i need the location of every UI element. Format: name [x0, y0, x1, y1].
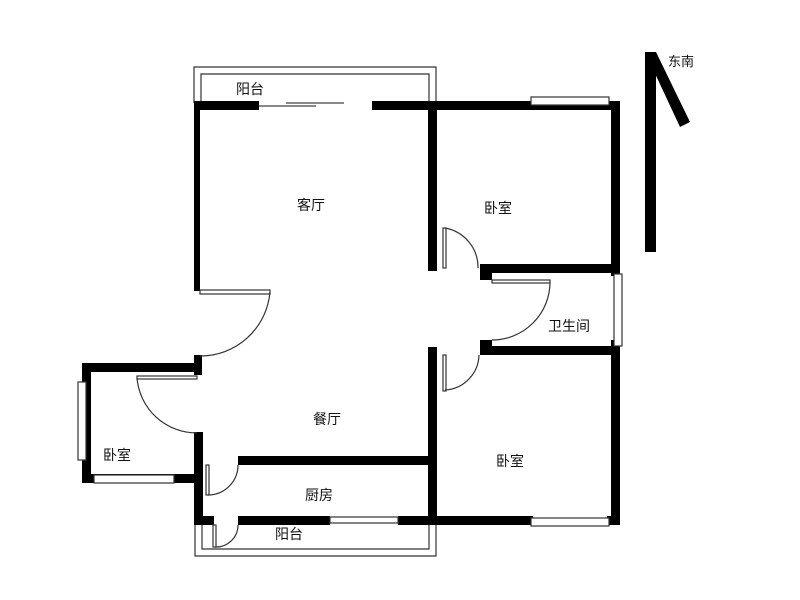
windows [77, 96, 623, 527]
kitchen-label: 厨房 [305, 488, 333, 504]
bedroom-w-label: 卧室 [103, 447, 131, 464]
balcony-top-label: 阳台 [236, 82, 264, 98]
walls [82, 101, 620, 525]
compass-label: 东南 [668, 54, 694, 70]
sliding-door [259, 102, 344, 107]
bathroom-label: 卫生间 [548, 319, 590, 335]
bedroom-se-label: 卧室 [496, 453, 524, 470]
balcony-bottom-outline [194, 520, 437, 557]
compass-icon [645, 52, 690, 252]
balcony-bottom-label: 阳台 [275, 527, 303, 543]
living-room-label: 客厅 [297, 197, 325, 214]
balcony-top-outline [193, 66, 437, 103]
dining-room-label: 餐厅 [313, 412, 341, 428]
doors [136, 227, 551, 548]
bedroom-ne-label: 卧室 [484, 200, 512, 217]
